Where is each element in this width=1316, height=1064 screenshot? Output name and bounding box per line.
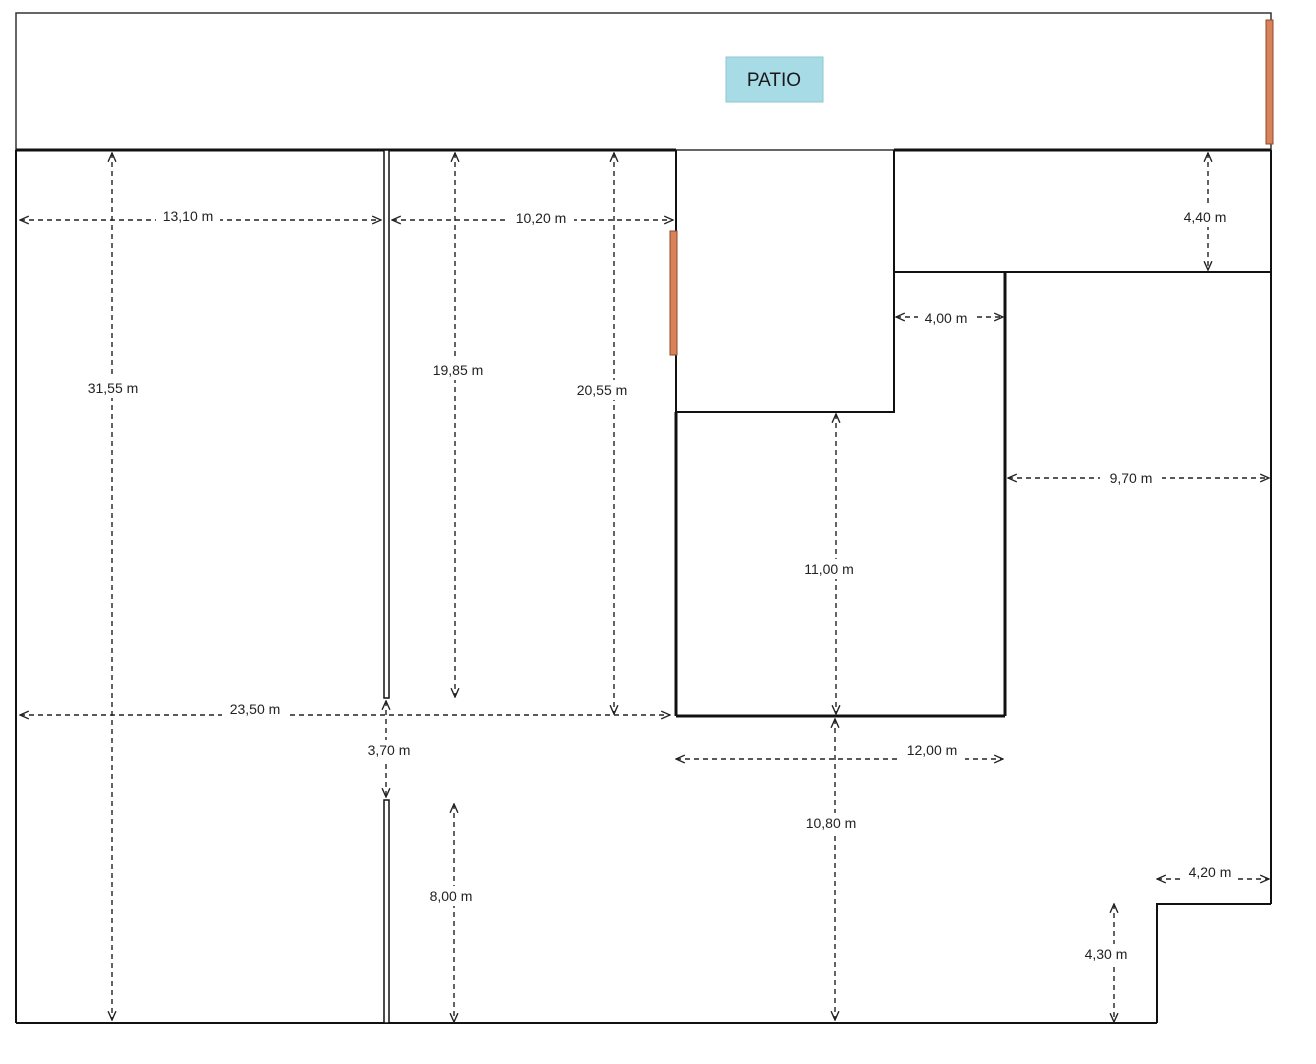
partition-wall-lower	[383, 799, 390, 1024]
door-patio-right	[1265, 19, 1274, 145]
door-corridor	[669, 230, 678, 356]
dim-label-10-80: 10,80 m	[806, 815, 857, 831]
patio-label: PATIO	[747, 70, 801, 91]
dim-label-13-10: 13,10 m	[163, 208, 214, 224]
dim-label-9-70: 9,70 m	[1110, 470, 1153, 486]
dimension-lines	[20, 153, 1269, 1022]
walls	[15, 148, 1272, 1024]
corridor-left-wall	[675, 150, 895, 413]
dimension-labels: 13,10 m 10,20 m 4,40 m 4,00 m 31,55 m 19…	[80, 207, 1238, 964]
dim-label-23-50: 23,50 m	[230, 701, 281, 717]
dim-label-3-70: 3,70 m	[368, 742, 411, 758]
dim-label-4-20: 4,20 m	[1189, 864, 1232, 880]
dim-label-11-00: 11,00 m	[804, 561, 854, 577]
dim-label-20-55: 20,55 m	[577, 382, 628, 398]
dim-label-4-30: 4,30 m	[1085, 946, 1128, 962]
dim-label-19-85: 19,85 m	[433, 362, 484, 378]
dim-label-31-55: 31,55 m	[88, 380, 139, 396]
dim-label-4-40: 4,40 m	[1184, 209, 1227, 225]
dim-label-4-00: 4,00 m	[925, 310, 968, 326]
patio-label-box	[725, 56, 824, 103]
patio-area: PATIO	[15, 12, 1272, 151]
partition-wall-upper	[383, 149, 390, 699]
dim-label-8-00: 8,00 m	[430, 888, 473, 904]
stair-step	[1156, 903, 1271, 1023]
dim-label-12-00: 12,00 m	[907, 742, 958, 758]
dim-label-10-20: 10,20 m	[516, 210, 567, 226]
